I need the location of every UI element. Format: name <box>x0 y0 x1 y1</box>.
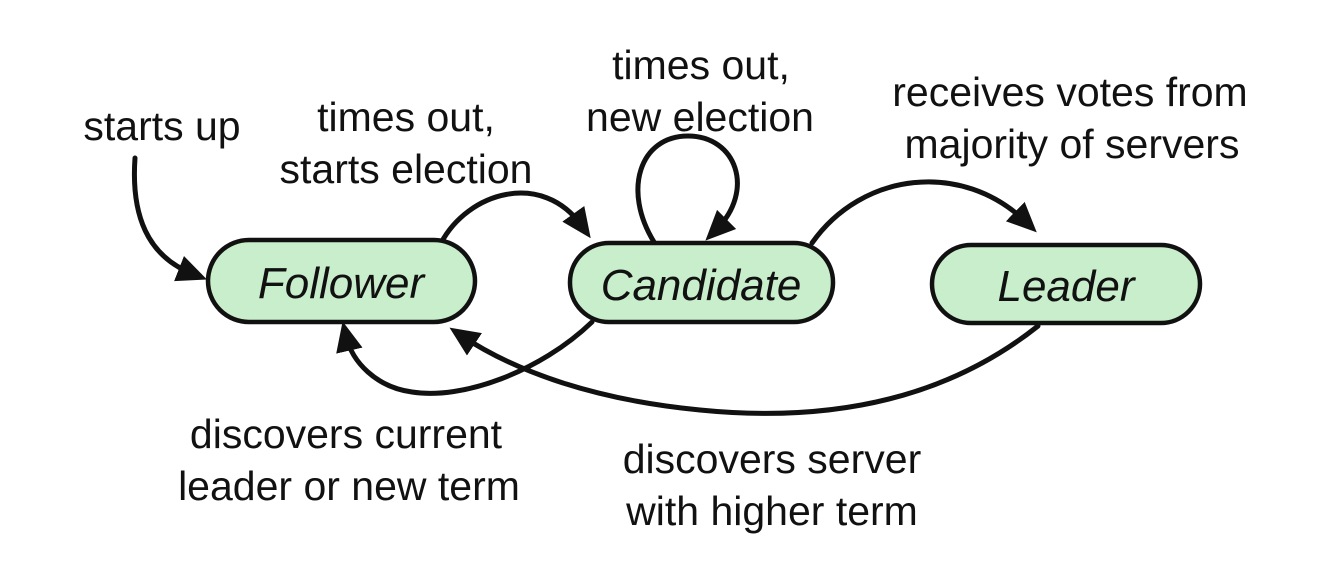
transition-candidate-self-loop-label-line2: new election <box>586 94 814 140</box>
transition-candidate-self-loop-arrow <box>635 133 740 245</box>
transition-follower-to-candidate-arrow <box>438 190 591 246</box>
transition-leader-to-follower-arrow <box>449 323 1041 416</box>
transition-follower-to-candidate-label-line2: starts election <box>280 146 533 192</box>
transition-follower-to-candidate-label: times out, starts election <box>280 94 533 192</box>
state-leader-label: Leader <box>997 262 1136 311</box>
transition-leader-to-follower-label-line2: with higher term <box>625 488 918 534</box>
transition-candidate-to-follower-label: discovers current leader or new term <box>178 411 520 509</box>
transition-candidate-to-leader-arrow <box>809 179 1037 246</box>
transition-candidate-self-loop-label-line1: times out, <box>612 42 790 88</box>
state-follower: Follower <box>205 237 478 325</box>
transition-candidate-self-loop-label: times out, new election <box>586 42 814 140</box>
transition-candidate-to-leader-label-line2: majority of servers <box>905 121 1240 167</box>
transition-startup-label: starts up <box>83 103 240 149</box>
state-leader-pill <box>929 242 1203 326</box>
state-follower-label: Follower <box>258 259 427 308</box>
state-leader: Leader <box>929 242 1203 326</box>
transition-candidate-to-follower-label-line1: discovers current <box>190 411 503 457</box>
transition-candidate-to-leader-label-line1: receives votes from <box>892 69 1247 115</box>
state-follower-pill <box>205 237 478 325</box>
transition-startup-label-line1: starts up <box>83 103 240 149</box>
transition-leader-to-follower-label: discovers server with higher term <box>623 436 921 534</box>
state-candidate: Candidate <box>567 240 836 325</box>
transition-candidate-to-follower-label-line2: leader or new term <box>178 463 520 509</box>
transition-follower-to-candidate-label-line1: times out, <box>317 94 495 140</box>
transition-candidate-to-follower-arrow <box>336 319 595 396</box>
state-candidate-label: Candidate <box>601 261 802 310</box>
transition-candidate-to-leader-label: receives votes from majority of servers <box>892 69 1247 167</box>
state-candidate-pill <box>567 240 836 325</box>
transition-startup-arrow <box>131 155 207 282</box>
transition-leader-to-follower-label-line1: discovers server <box>623 436 921 482</box>
